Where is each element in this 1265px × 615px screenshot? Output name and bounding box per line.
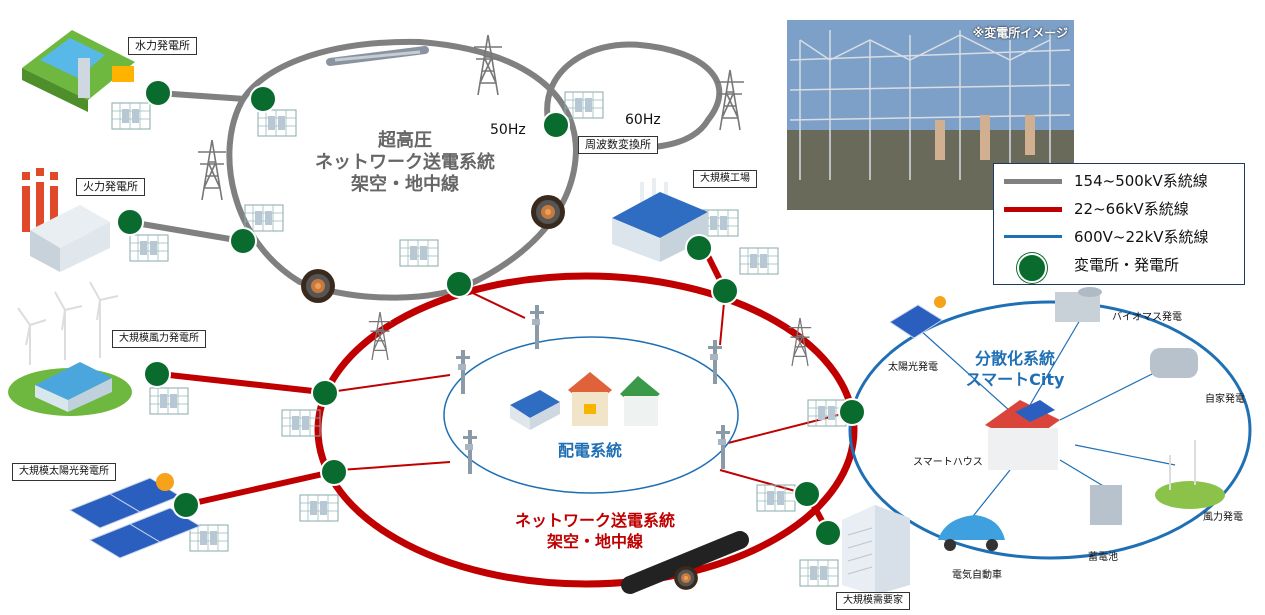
building-illustration <box>842 505 910 595</box>
node-backbone-2 <box>229 227 257 255</box>
label-solar-large: 大規模太陽光発電所 <box>12 463 116 481</box>
node-wind <box>143 360 171 388</box>
title-backbone-line2: ネットワーク送電系統 <box>315 152 495 173</box>
label-ev: 電気自動車 <box>952 570 1002 581</box>
legend-swatch-blue <box>1004 235 1062 238</box>
overhead-conductor <box>326 46 429 66</box>
substation-nodes <box>116 79 866 547</box>
smart-city-illustrations <box>889 287 1225 551</box>
underground-cables <box>301 195 749 594</box>
label-fc-converter: 周波数変換所 <box>578 136 658 154</box>
substation-photo-frame: ※変電所イメージ <box>787 20 1074 210</box>
label-thermal: 火力発電所 <box>76 178 145 196</box>
houses-illustration <box>510 372 660 430</box>
legend-label-node: 変電所・発電所 <box>1074 256 1180 274</box>
label-50hz: 50Hz <box>490 122 526 138</box>
label-biomass: バイオマス発電 <box>1112 312 1182 323</box>
title-smart-line1: 分散化系統 <box>974 349 1055 368</box>
legend-item-blue: 600V~22kV系統線 <box>994 224 1244 248</box>
label-smart-house: スマートハウス <box>913 457 983 468</box>
blue-distribution-lines <box>443 300 1252 560</box>
title-network-line2: 架空・地中線 <box>546 532 643 551</box>
title-backbone: 超高圧 ネットワーク送電系統 架空・地中線 <box>300 130 510 196</box>
title-backbone-line1: 超高圧 <box>378 130 432 151</box>
node-fc-converter <box>542 111 570 139</box>
node-thermal <box>116 208 144 236</box>
title-network-line1: ネットワーク送電系統 <box>514 511 675 530</box>
node-backbone-3 <box>445 270 473 298</box>
label-hydro: 水力発電所 <box>128 37 197 55</box>
legend-label-red: 22~66kV系統線 <box>1074 200 1189 218</box>
title-smart-line2: スマートCity <box>965 370 1065 389</box>
node-network-se <box>793 480 821 508</box>
label-smart-wind: 風力発電 <box>1203 512 1243 523</box>
legend-swatch-red <box>1004 207 1062 212</box>
label-consumer: 大規模需要家 <box>836 592 910 610</box>
legend-item-node: 変電所・発電所 <box>994 252 1244 283</box>
node-network-w2 <box>320 458 348 486</box>
label-private-gen: 自家発電 <box>1205 394 1245 405</box>
legend-label-blue: 600V~22kV系統線 <box>1074 228 1209 246</box>
node-smart-city <box>838 398 866 426</box>
legend: 154~500kV系統線 22~66kV系統線 600V~22kV系統線 変電所… <box>993 163 1245 285</box>
solar-farm-illustration <box>68 473 202 559</box>
photo-caption: ※変電所イメージ <box>972 26 1068 40</box>
node-hydro <box>144 79 172 107</box>
label-factory: 大規模工場 <box>693 170 757 188</box>
title-smart: 分散化系統 スマートCity <box>950 348 1080 390</box>
title-network: ネットワーク送電系統 架空・地中線 <box>490 510 700 552</box>
node-network-ne <box>711 277 739 305</box>
legend-item-gray: 154~500kV系統線 <box>994 168 1244 192</box>
hydro-plant-illustration <box>22 30 135 112</box>
title-backbone-line3: 架空・地中線 <box>351 174 459 195</box>
node-backbone-1 <box>249 85 277 113</box>
label-battery: 蓄電池 <box>1088 552 1118 563</box>
wind-farm-illustration <box>8 281 132 416</box>
legend-item-red: 22~66kV系統線 <box>994 196 1244 220</box>
node-solar <box>172 491 200 519</box>
thermal-plant-illustration <box>22 168 110 272</box>
factory-illustration <box>612 178 708 262</box>
label-wind-large: 大規模風力発電所 <box>112 330 206 348</box>
node-network-w1 <box>311 379 339 407</box>
label-smart-solar: 太陽光発電 <box>888 362 938 373</box>
legend-swatch-node <box>1017 253 1047 283</box>
legend-label-gray: 154~500kV系統線 <box>1074 172 1208 190</box>
node-factory <box>685 234 713 262</box>
label-60hz: 60Hz <box>625 112 661 128</box>
node-consumer <box>814 519 842 547</box>
legend-swatch-gray <box>1004 179 1062 184</box>
title-distribution: 配電系統 <box>557 441 622 460</box>
